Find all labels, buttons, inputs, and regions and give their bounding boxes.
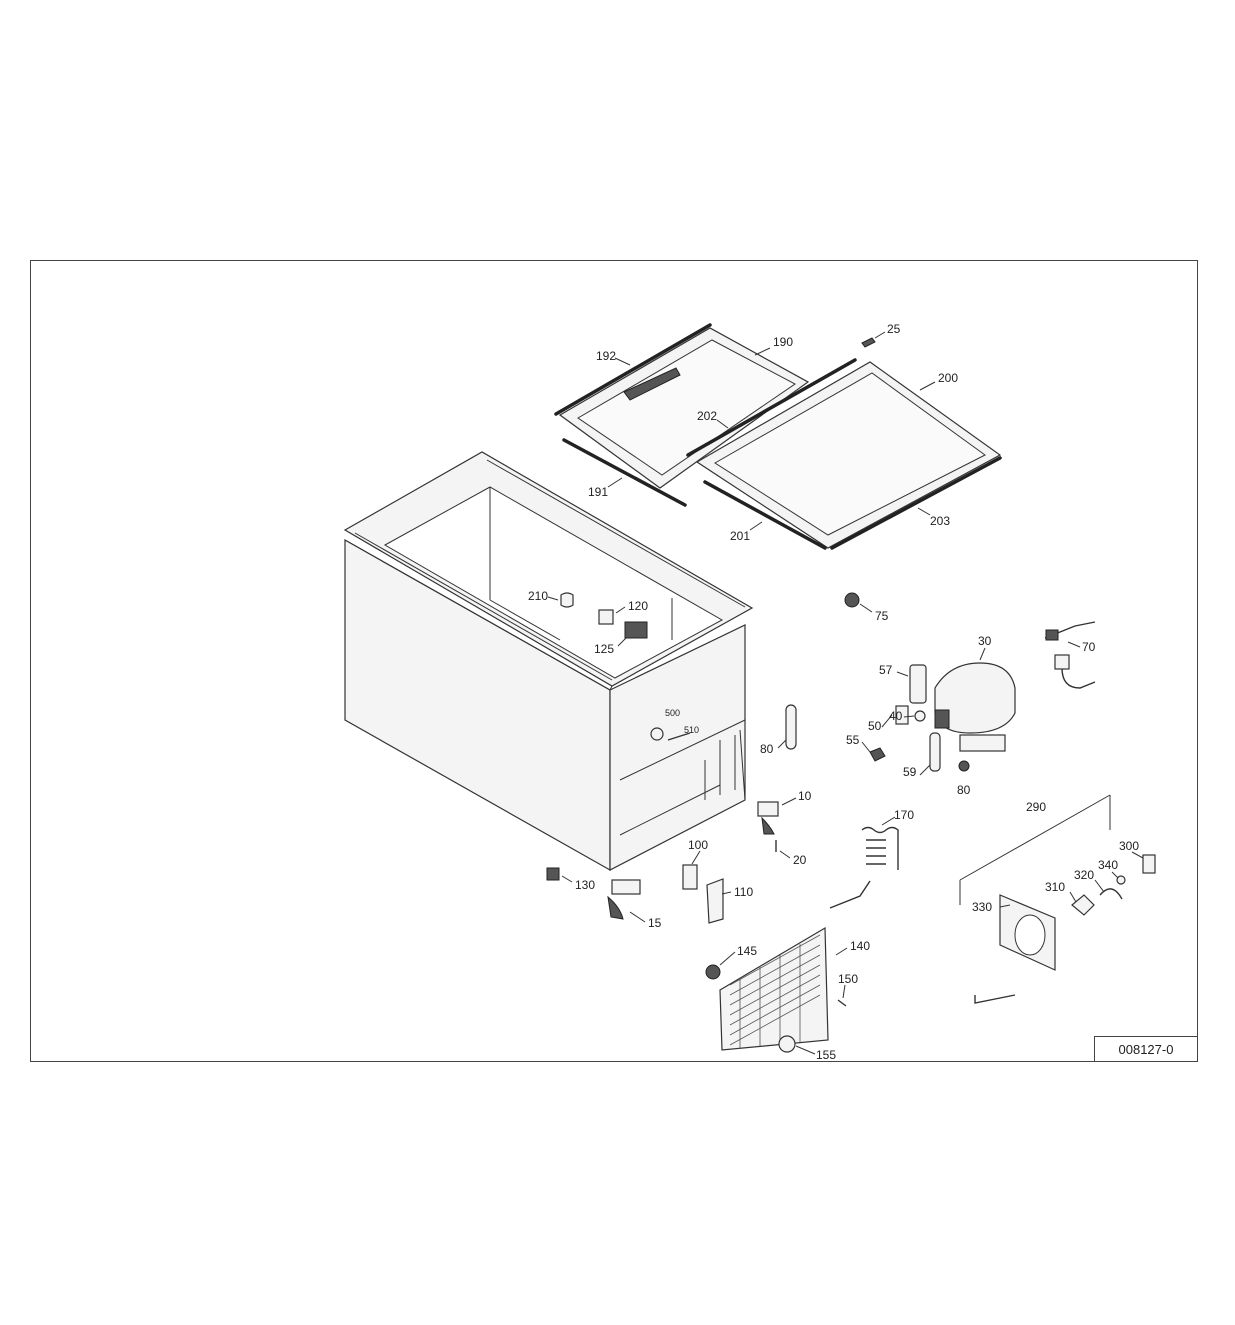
callout-80-right: 80 — [957, 783, 971, 797]
callout-155: 155 — [816, 1048, 836, 1062]
callout-70: 70 — [1082, 640, 1096, 654]
callout-192: 192 — [596, 349, 616, 363]
callout-320: 320 — [1074, 868, 1094, 882]
callout-150: 150 — [838, 972, 858, 986]
drawing-code: 008127-0 — [1118, 1041, 1174, 1057]
callout-130: 130 — [575, 878, 595, 892]
callout-203: 203 — [930, 514, 950, 528]
callout-40: 40 — [889, 709, 903, 723]
callout-500: 500 — [665, 708, 680, 718]
callout-145: 145 — [737, 944, 757, 958]
callout-190: 190 — [773, 335, 793, 349]
callout-191: 191 — [588, 485, 608, 499]
callout-510: 510 — [684, 725, 699, 735]
callout-340: 340 — [1098, 858, 1118, 872]
callout-310: 310 — [1045, 880, 1065, 894]
drawing-frame — [30, 260, 1198, 1062]
callout-20: 20 — [793, 853, 807, 867]
callout-59: 59 — [903, 765, 917, 779]
callout-210: 210 — [528, 589, 548, 603]
callout-80-left: 80 — [760, 742, 774, 756]
small-parts — [546, 592, 1156, 1053]
callout-125: 125 — [594, 642, 614, 656]
callout-202: 202 — [697, 409, 717, 423]
callout-30: 30 — [978, 634, 992, 648]
callout-300: 300 — [1119, 839, 1139, 853]
callout-55: 55 — [846, 733, 860, 747]
callout-170: 170 — [894, 808, 914, 822]
callout-15: 15 — [648, 916, 662, 930]
callout-110: 110 — [734, 885, 753, 899]
callout-330: 330 — [972, 900, 992, 914]
callout-120: 120 — [628, 599, 648, 613]
callout-10: 10 — [798, 789, 812, 803]
callout-25: 25 — [887, 322, 901, 336]
callout-100: 100 — [688, 838, 708, 852]
callout-140: 140 — [850, 939, 870, 953]
callout-290: 290 — [1026, 800, 1046, 814]
callout-50: 50 — [868, 719, 882, 733]
drawing-code-box: 008127-0 — [1094, 1036, 1198, 1062]
callout-labels: 192 190 25 200 202 191 201 203 210 120 1… — [528, 322, 1139, 1062]
callout-75: 75 — [875, 609, 889, 623]
callout-57: 57 — [879, 663, 893, 677]
lid-rear — [554, 323, 810, 507]
freezer-cabinet — [343, 451, 754, 872]
leader-lines — [547, 331, 1144, 1055]
callout-201: 201 — [730, 529, 750, 543]
callout-200: 200 — [938, 371, 958, 385]
lid-front — [686, 337, 1002, 550]
